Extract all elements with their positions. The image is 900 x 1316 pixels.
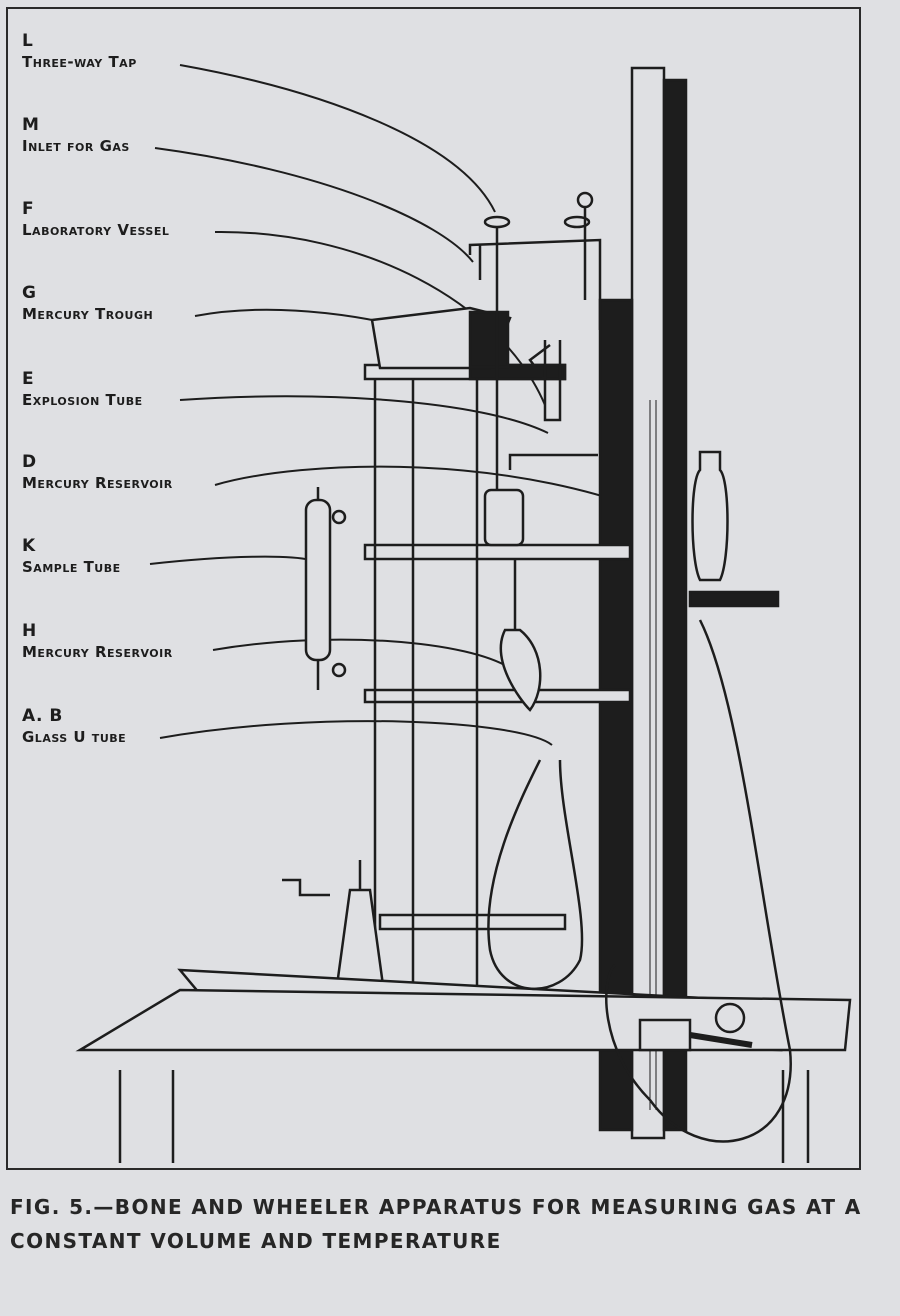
label-name: Glass U tube bbox=[22, 728, 127, 746]
figure-frame bbox=[6, 7, 861, 1170]
label-letter: A. B bbox=[22, 706, 63, 726]
label-name: Three-way Tap bbox=[22, 53, 137, 71]
leader-line-K bbox=[149, 555, 311, 565]
mercury-reservoir-D bbox=[691, 450, 729, 582]
label-letter: G bbox=[22, 283, 37, 303]
label-letter: M bbox=[22, 115, 40, 135]
upright-board bbox=[630, 66, 666, 1140]
leader-line-L bbox=[179, 64, 496, 213]
label-letter: L bbox=[22, 31, 34, 51]
gas-inlet-tap-M bbox=[563, 215, 591, 229]
glass-u-tube-AB bbox=[487, 759, 584, 991]
label-letter: H bbox=[22, 621, 37, 641]
label-H: H Mercury Reservoir bbox=[22, 620, 173, 662]
label-name: Mercury Reservoir bbox=[22, 474, 173, 492]
label-name: Laboratory Vessel bbox=[22, 221, 170, 239]
label-letter: K bbox=[22, 536, 36, 556]
levelling-screw bbox=[638, 1018, 692, 1052]
caption-line-2: CONSTANT VOLUME AND TEMPERATURE bbox=[10, 1229, 502, 1253]
leader-line-M bbox=[154, 147, 474, 263]
label-name: Explosion Tube bbox=[22, 391, 143, 409]
label-M: M Inlet for Gas bbox=[22, 114, 130, 156]
apparatus-drawing bbox=[75, 66, 852, 1163]
label-name: Inlet for Gas bbox=[22, 137, 130, 155]
label-K: K Sample Tube bbox=[22, 535, 121, 577]
shelf-lower bbox=[363, 688, 632, 704]
sample-tube-K bbox=[304, 498, 332, 662]
label-letter: F bbox=[22, 199, 35, 219]
label-D: D Mercury Reservoir bbox=[22, 451, 173, 493]
rubber-tubing bbox=[605, 619, 792, 1143]
label-letter: D bbox=[22, 452, 37, 472]
label-E: E Explosion Tube bbox=[22, 368, 143, 410]
label-F: F Laboratory Vessel bbox=[22, 198, 169, 240]
laboratory-vessel-F bbox=[483, 488, 525, 547]
label-L: L Three-way Tap bbox=[22, 30, 137, 72]
label-name: Mercury Reservoir bbox=[22, 643, 173, 661]
leader-line-H bbox=[212, 638, 514, 671]
leader-line-E bbox=[179, 395, 549, 434]
label-AB: A. B Glass U tube bbox=[22, 705, 126, 747]
pipette-bulb bbox=[499, 628, 542, 712]
figure-caption: FIG. 5.—BONE AND WHEELER APPARATUS FOR M… bbox=[10, 1190, 890, 1258]
shelf-middle bbox=[363, 543, 632, 561]
three-way-tap-L bbox=[483, 215, 511, 229]
caption-line-1: FIG. 5.—BONE AND WHEELER APPARATUS FOR M… bbox=[10, 1195, 862, 1219]
label-name: Sample Tube bbox=[22, 558, 121, 576]
label-name: Mercury Trough bbox=[22, 305, 154, 323]
label-G: G Mercury Trough bbox=[22, 282, 153, 324]
leader-line-AB bbox=[159, 720, 553, 746]
shelf-bottom bbox=[378, 913, 567, 931]
label-letter: E bbox=[22, 369, 35, 389]
